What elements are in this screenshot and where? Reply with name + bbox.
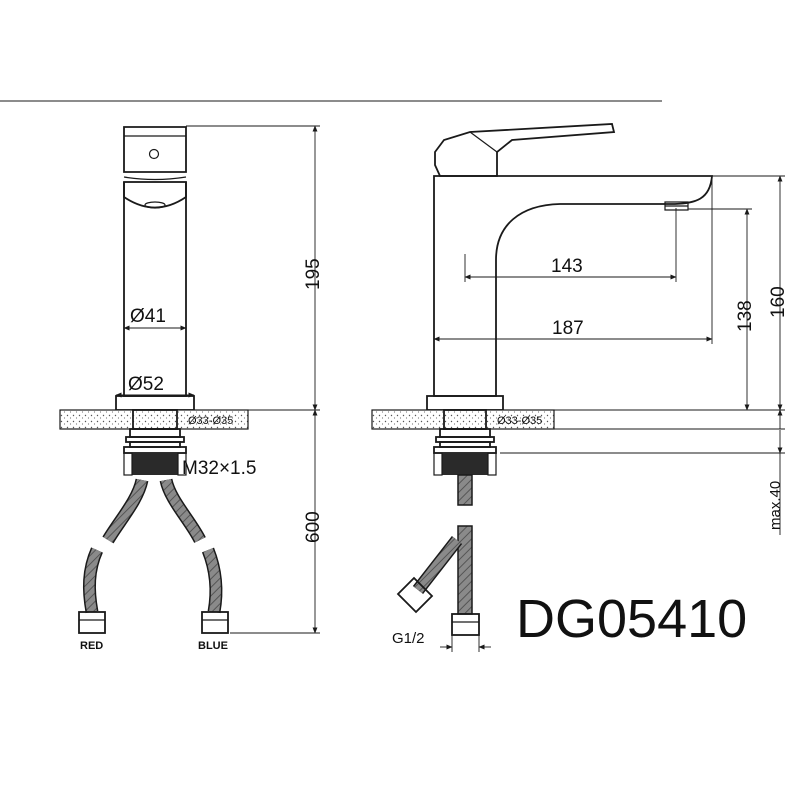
side-aerator xyxy=(664,201,689,211)
side-mounting-nut xyxy=(433,428,497,476)
side-body-height-label: 160 xyxy=(768,286,789,318)
side-base xyxy=(426,395,504,411)
red-hose-connector xyxy=(78,611,106,634)
blue-hose-label: BLUE xyxy=(198,640,228,652)
model-code: DG05410 xyxy=(516,589,747,649)
red-hose-label: RED xyxy=(80,640,103,652)
side-spout-height-label: 138 xyxy=(735,300,756,332)
side-total-depth-label: 187 xyxy=(552,318,584,339)
side-lever xyxy=(434,123,616,177)
front-mounting-nut xyxy=(123,428,187,476)
front-handle xyxy=(123,126,187,173)
side-max-thickness-label: max.40 xyxy=(767,481,784,530)
side-hoses xyxy=(412,474,473,615)
side-straight-connector xyxy=(451,613,480,636)
side-spout-reach-label: 143 xyxy=(551,256,583,277)
front-height-label: 195 xyxy=(303,258,324,290)
side-angled-connector xyxy=(396,576,434,614)
blue-hose-connector xyxy=(201,611,229,634)
front-body-diameter: Ø41 xyxy=(130,306,166,327)
front-hose-length-label: 600 xyxy=(303,511,324,543)
front-hoses xyxy=(82,478,223,614)
front-thread-label: M32×1.5 xyxy=(182,458,256,479)
front-base xyxy=(115,395,195,411)
side-body xyxy=(433,175,713,397)
front-handle-indicator xyxy=(148,148,160,160)
side-hole-range: Ø33-Ø35 xyxy=(497,415,542,427)
front-view: Ø41 Ø52 Ø33-Ø35 M32×1.5 xyxy=(59,125,324,652)
front-body xyxy=(123,181,187,397)
side-view: Ø33-Ø35 G1/2 xyxy=(371,123,789,652)
front-base-diameter: Ø52 xyxy=(128,374,164,395)
front-hole-range: Ø33-Ø35 xyxy=(188,415,233,427)
side-connector-label: G1/2 xyxy=(392,630,425,647)
